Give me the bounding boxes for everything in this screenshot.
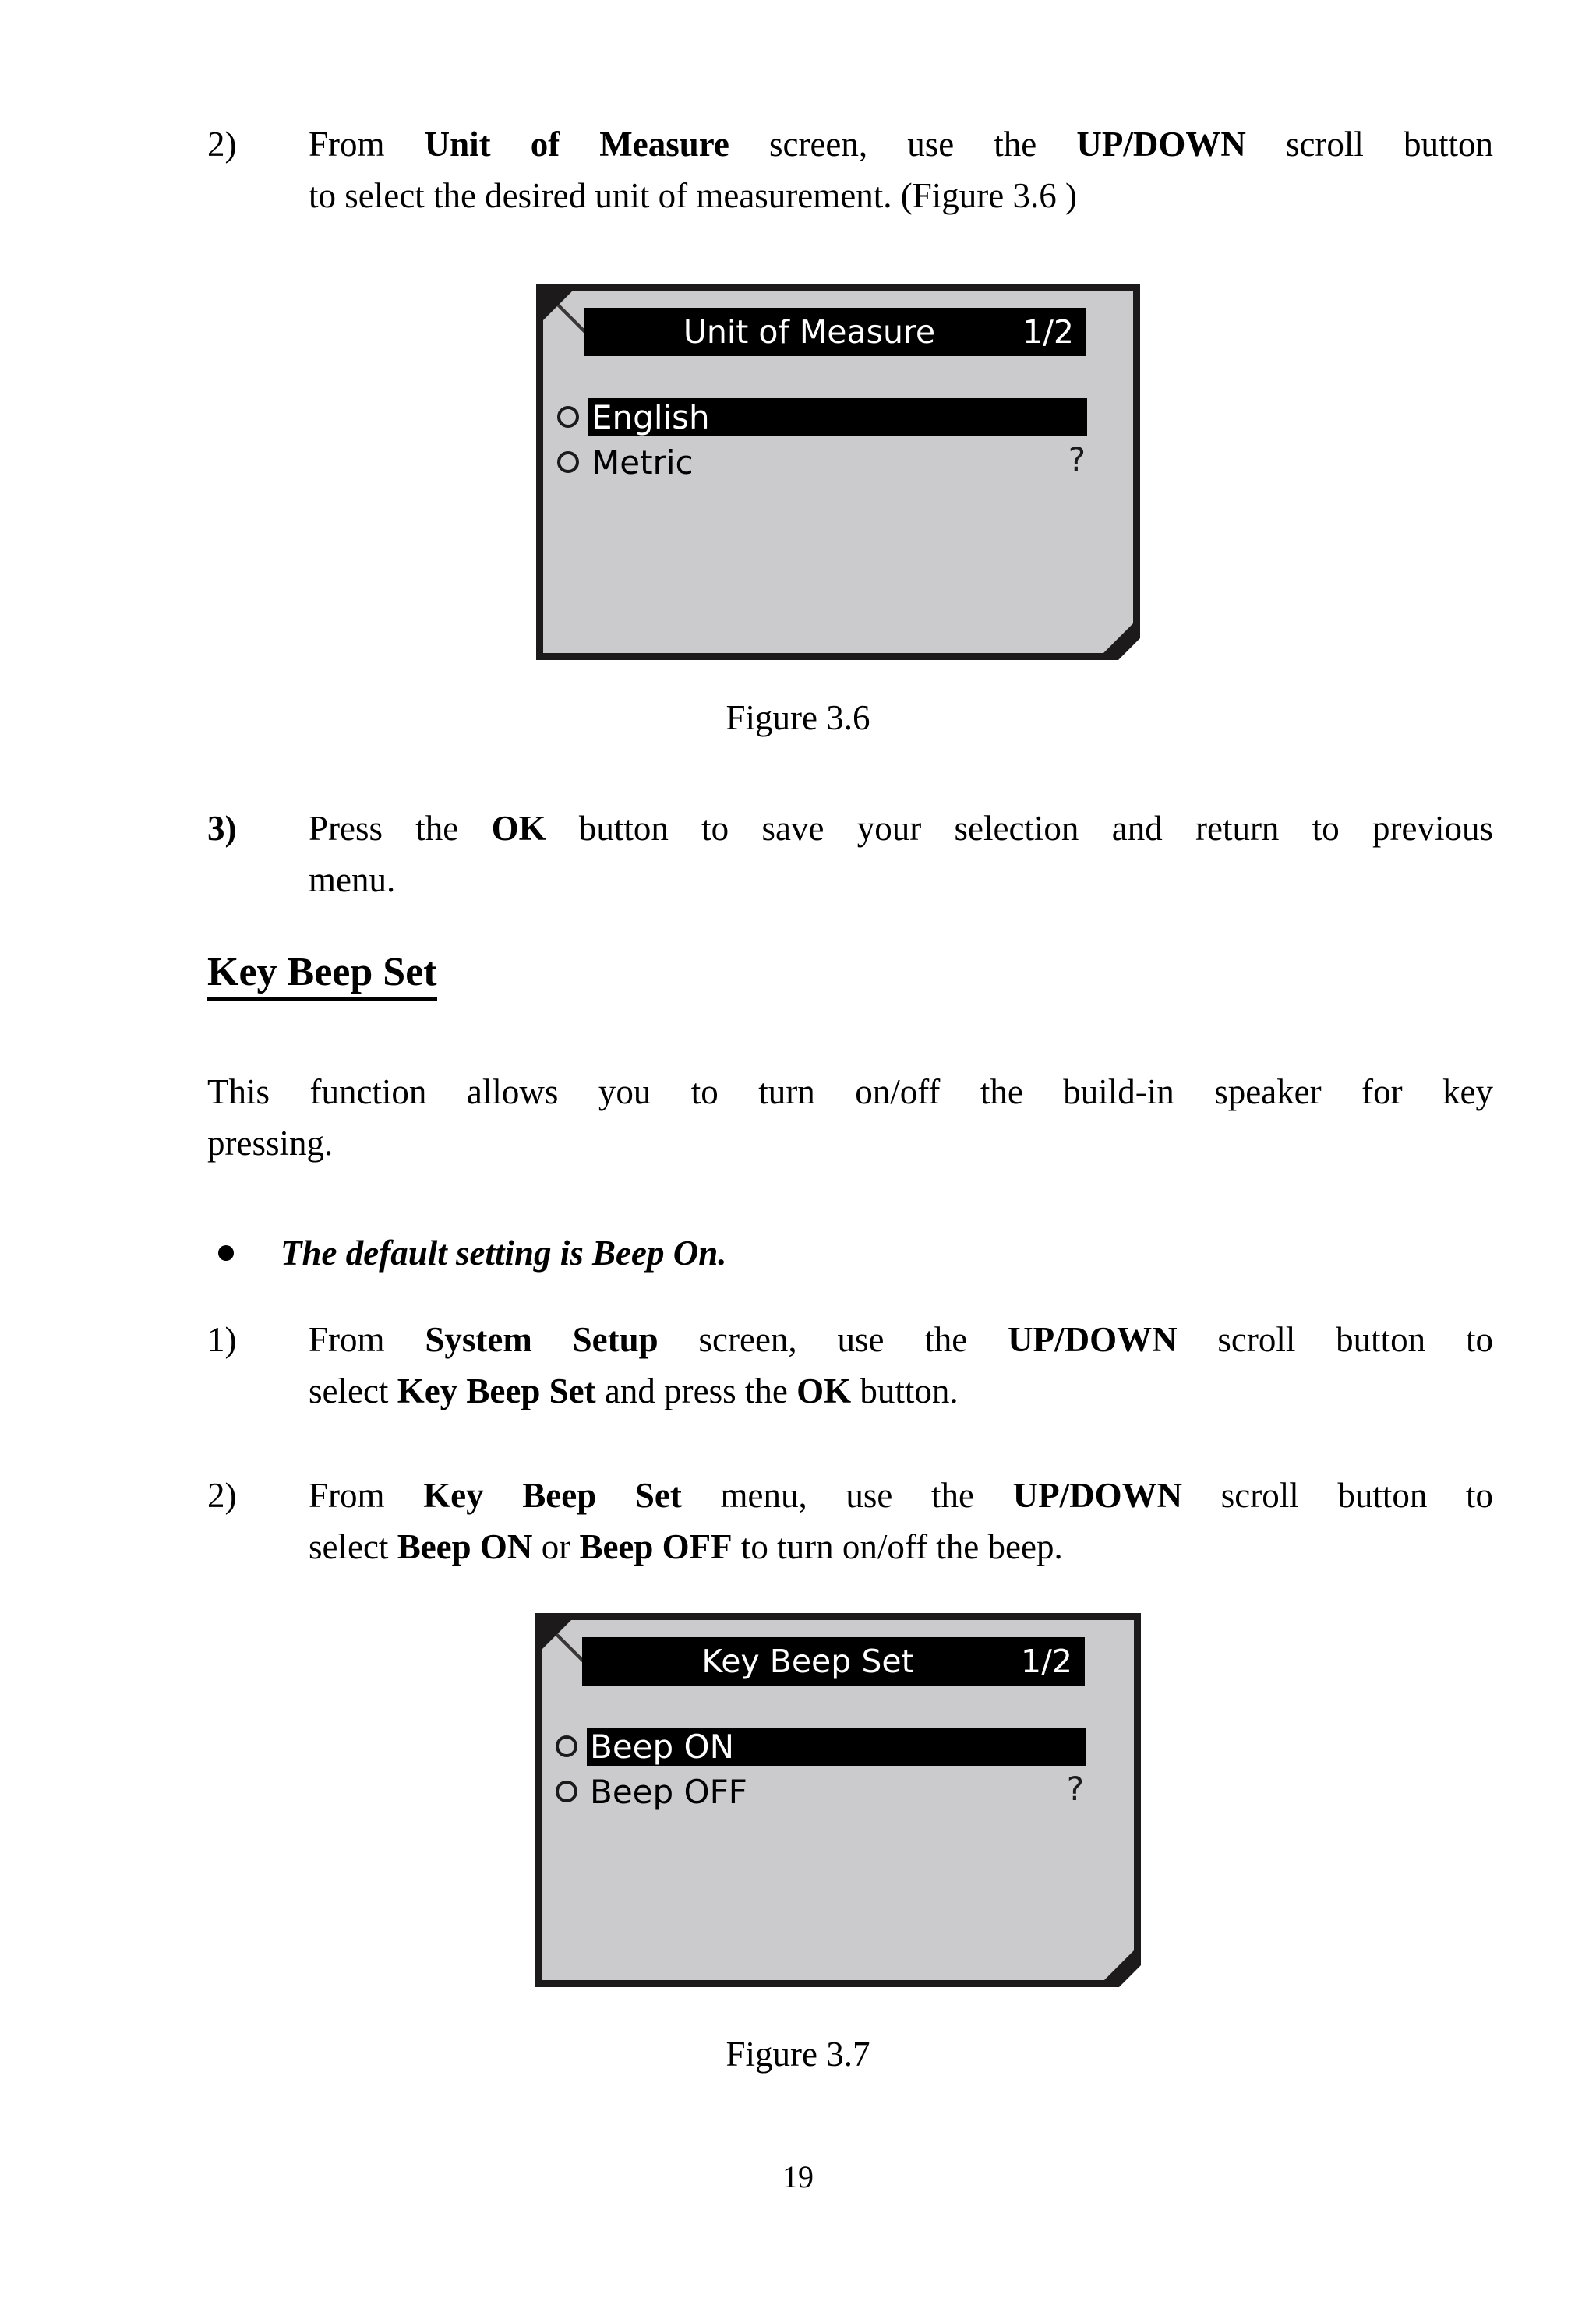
step-line: to select the desired unit of measuremen… — [309, 176, 1077, 215]
lcd-option-label: Beep OFF — [590, 1772, 747, 1811]
radio-empty-icon — [557, 451, 579, 473]
step-line: select Beep ON or Beep OFF to turn on/of… — [309, 1527, 1063, 1566]
step-line: select Key Beep Set and press the OK but… — [309, 1371, 959, 1410]
lcd-option-english[interactable]: English — [557, 397, 1103, 437]
radio-selected-icon — [556, 1735, 577, 1757]
lcd-panel: Key Beep Set 1/2 Beep ON Beep OFF ? — [542, 1620, 1134, 1980]
lcd-option-label: Beep ON — [587, 1728, 1086, 1766]
section-heading-key-beep-set: Key Beep Set — [207, 949, 437, 1001]
step-body: Press the OK button to save your selecti… — [309, 803, 1493, 905]
lcd-page-indicator: 1/2 — [1022, 313, 1074, 351]
lcd-page-indicator: 1/2 — [1021, 1643, 1072, 1680]
step-line: Press the OK button to save your selecti… — [309, 809, 1493, 848]
step-body: From Unit of Measure screen, use the UP/… — [309, 118, 1493, 221]
step-marker: 2) — [207, 125, 237, 164]
step-unit-of-measure-3: 3) Press the OK button to save your sele… — [207, 803, 1493, 905]
lcd-title-bar: Unit of Measure 1/2 — [584, 308, 1086, 356]
lcd-title: Unit of Measure — [683, 313, 936, 351]
lcd-panel: Unit of Measure 1/2 English Metric ? — [543, 291, 1133, 653]
step-line: From System Setup screen, use the UP/DOW… — [309, 1320, 1494, 1359]
step-unit-of-measure-2: 2) From Unit of Measure screen, use the … — [207, 118, 1493, 221]
step-marker: 1) — [207, 1320, 237, 1359]
device-screen-unit-of-measure: Unit of Measure 1/2 English Metric ? — [536, 284, 1140, 660]
paragraph-line: pressing. — [207, 1124, 334, 1163]
step-line: menu. — [309, 860, 396, 899]
radio-empty-icon — [556, 1781, 577, 1802]
figure-caption-3-6: Figure 3.6 — [726, 698, 870, 737]
lcd-option-label: Metric — [591, 443, 694, 482]
lcd-title: Key Beep Set — [701, 1643, 914, 1680]
step-marker: 2) — [207, 1476, 237, 1515]
device-screen-key-beep-set: Key Beep Set 1/2 Beep ON Beep OFF ? — [535, 1613, 1141, 1987]
lcd-option-beep-on[interactable]: Beep ON — [556, 1726, 1101, 1767]
lcd-option-metric[interactable]: Metric ? — [557, 442, 1103, 482]
bullet-default-setting: The default setting is Beep On. — [218, 1230, 1496, 1276]
lcd-option-label: English — [588, 398, 1087, 436]
section-intro-paragraph: This function allows you to turn on/off … — [207, 1066, 1493, 1169]
paragraph-line: This function allows you to turn on/off … — [207, 1072, 1493, 1111]
figure-caption-3-7: Figure 3.7 — [726, 2035, 870, 2074]
step-key-beep-set-1: 1) From System Setup screen, use the UP/… — [207, 1314, 1493, 1417]
step-key-beep-set-2: 2) From Key Beep Set menu, use the UP/DO… — [207, 1470, 1493, 1573]
page-number: 19 — [782, 2159, 814, 2194]
step-marker: 3) — [207, 809, 237, 848]
lcd-option-beep-off[interactable]: Beep OFF ? — [556, 1771, 1101, 1812]
radio-selected-icon — [557, 406, 579, 428]
lcd-option-hint: ? — [1068, 440, 1086, 478]
step-body: From System Setup screen, use the UP/DOW… — [309, 1314, 1493, 1417]
step-line: From Key Beep Set menu, use the UP/DOWN … — [309, 1476, 1494, 1515]
step-body: From Key Beep Set menu, use the UP/DOWN … — [309, 1470, 1493, 1573]
step-line: From Unit of Measure screen, use the UP/… — [309, 125, 1494, 164]
bullet-text: The default setting is Beep On. — [281, 1234, 727, 1273]
lcd-title-bar: Key Beep Set 1/2 — [582, 1637, 1085, 1686]
lcd-option-hint: ? — [1066, 1770, 1084, 1808]
bullet-dot-icon — [218, 1245, 234, 1261]
